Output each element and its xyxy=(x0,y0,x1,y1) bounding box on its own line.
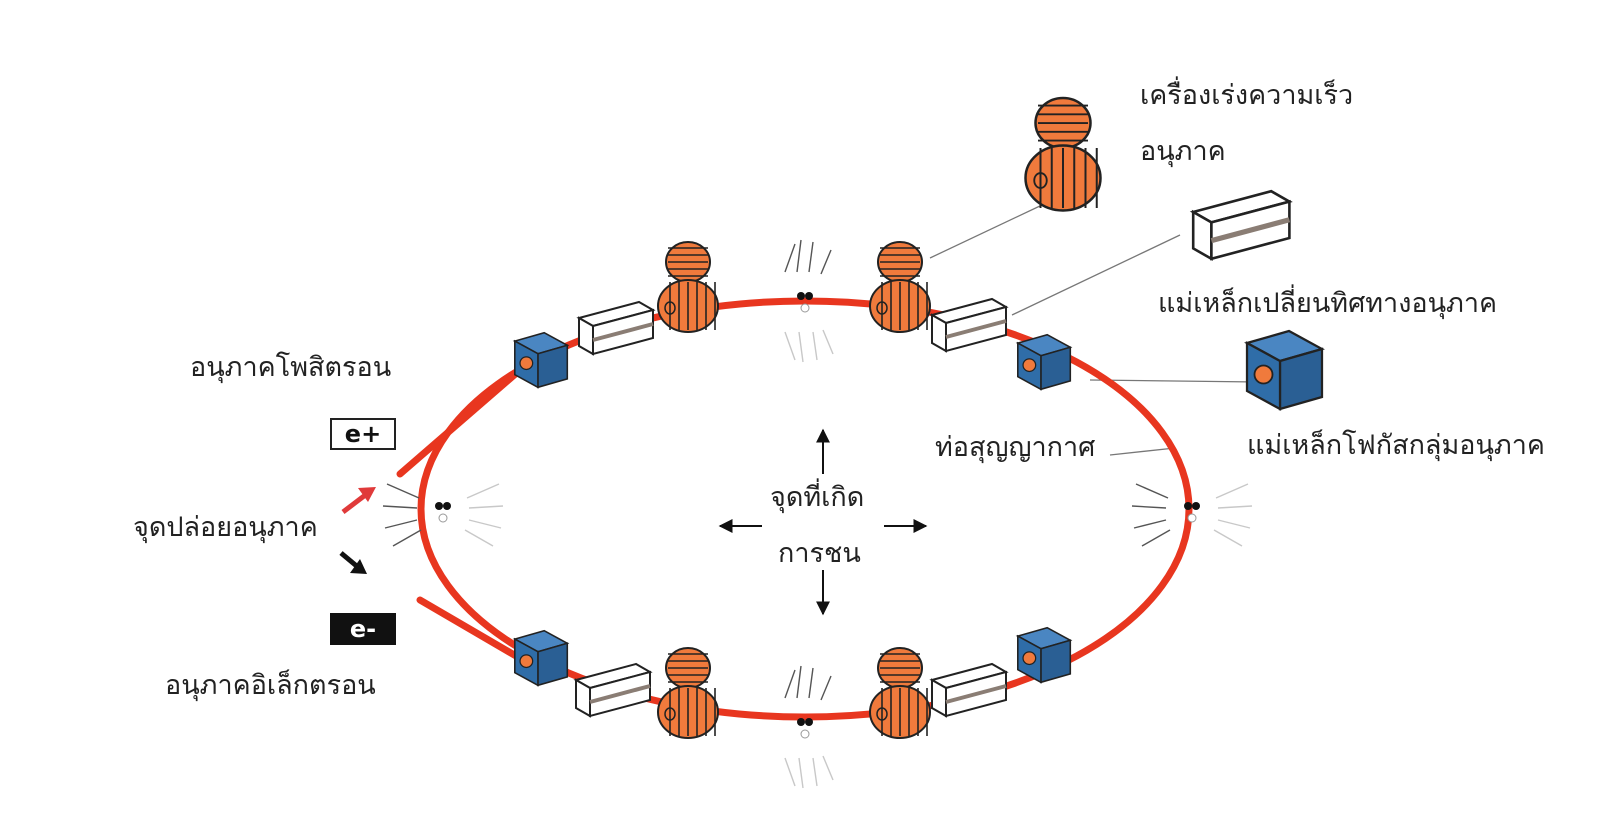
accelerator-ring xyxy=(657,241,719,333)
focusing-magnet-label: แม่เหล็กโฟกัสกลุ่มอนุภาค xyxy=(1247,430,1545,461)
accelerator-ring xyxy=(869,647,931,739)
focusing-magnet-ring xyxy=(1015,626,1073,684)
leader-lines xyxy=(929,204,1259,456)
bending-magnet-legend-icon xyxy=(1189,189,1293,262)
accelerator-ring xyxy=(657,647,719,739)
positron-injection-line xyxy=(396,366,524,478)
electron-badge: e- xyxy=(330,613,396,645)
bending-magnet-ring xyxy=(929,662,1009,718)
bending-magnet-label: แม่เหล็กเปลี่ยนทิศทางอนุภาค xyxy=(1158,288,1498,319)
focusing-magnet-ring xyxy=(1015,333,1073,391)
focusing-magnet-ring xyxy=(512,629,570,687)
positron-badge: e+ xyxy=(330,418,396,450)
accelerator-label-line2: อนุภาค xyxy=(1140,136,1226,167)
focusing-magnet-legend-icon xyxy=(1244,329,1325,411)
focusing-magnet-ring xyxy=(512,331,570,389)
accelerator-label-line1: เครื่องเร่งความเร็ว xyxy=(1140,80,1354,111)
injection-arrows xyxy=(339,487,376,574)
collision-burst-icon xyxy=(784,239,834,363)
bending-magnet-ring xyxy=(576,300,656,356)
collision-arrows xyxy=(718,428,928,616)
collision-burst-icon xyxy=(784,665,834,789)
electron-label: อนุภาคอิเล็กตรอน xyxy=(165,670,376,701)
vacuum-pipe-label: ท่อสุญญากาศ xyxy=(935,432,1096,463)
positron-label: อนุภาคโพสิตรอน xyxy=(190,352,392,383)
accelerator-ring xyxy=(869,241,931,333)
injection-point-label: จุดปล่อยอนุภาค xyxy=(133,512,318,543)
accelerator-legend-icon xyxy=(1024,96,1102,212)
collision-burst-icon xyxy=(382,483,504,547)
collision-label-line2: การชน xyxy=(778,538,861,569)
collision-label-line1: จุดที่เกิด xyxy=(770,482,865,513)
collision-burst-icon xyxy=(1131,483,1253,547)
bending-magnet-ring xyxy=(573,662,653,718)
bending-magnet-ring xyxy=(929,297,1009,353)
